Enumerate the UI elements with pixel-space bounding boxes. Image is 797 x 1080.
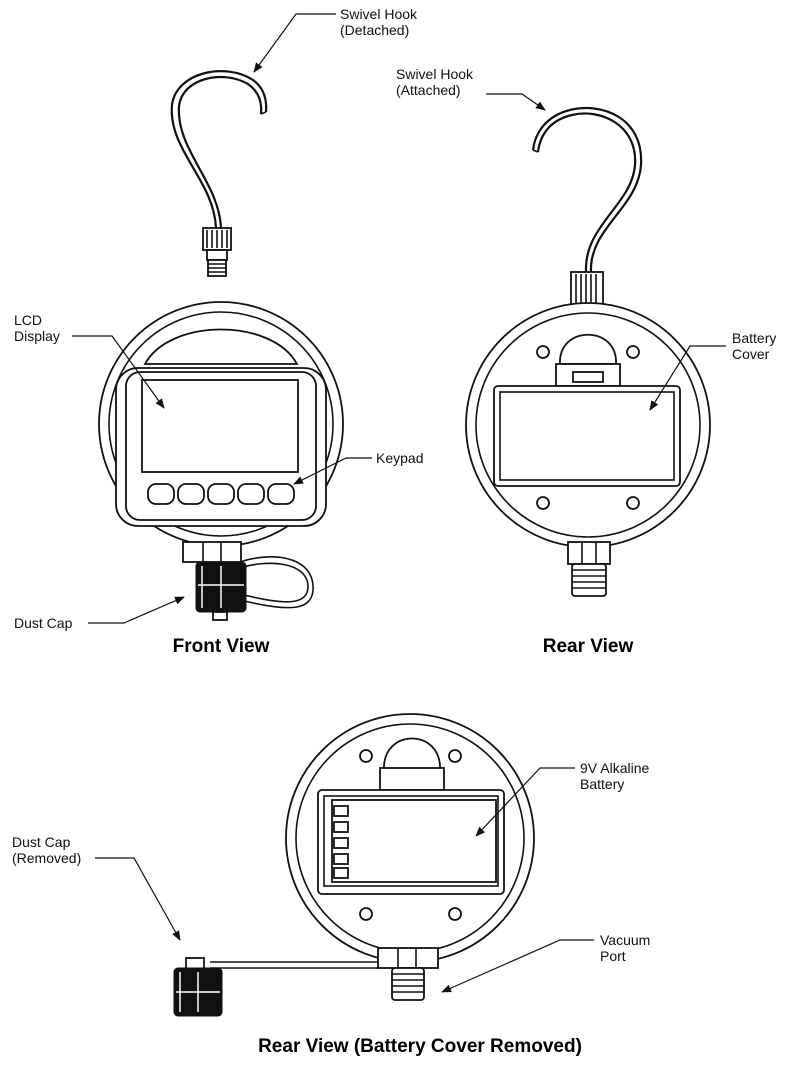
label-dust-cap: Dust Cap bbox=[14, 615, 72, 631]
knurled-nut-icon bbox=[206, 230, 228, 248]
front-view-drawing bbox=[98, 70, 344, 621]
label-swivel-hook-detached: Swivel Hook (Detached) bbox=[340, 6, 417, 38]
label-line: Dust Cap bbox=[14, 615, 73, 631]
leader-lines bbox=[72, 13, 726, 993]
label-keypad: Keypad bbox=[376, 450, 423, 466]
label-9v-battery: 9V Alkaline Battery bbox=[580, 760, 649, 792]
label-dust-cap-removed: Dust Cap (Removed) bbox=[12, 834, 81, 866]
label-line: 9V Alkaline bbox=[580, 760, 650, 776]
title-rear-view-removed: Rear View (Battery Cover Removed) bbox=[258, 1036, 582, 1057]
title-front-view: Front View bbox=[172, 636, 270, 657]
label-line: (Removed) bbox=[12, 850, 82, 866]
label-line: Dust Cap bbox=[12, 834, 71, 850]
label-line: (Attached) bbox=[396, 82, 461, 98]
label-line: Cover bbox=[732, 346, 770, 362]
label-line: Battery bbox=[580, 776, 625, 792]
label-line: Swivel Hook bbox=[340, 6, 418, 22]
label-line: Battery bbox=[732, 330, 777, 346]
rear-view-drawing bbox=[465, 106, 711, 597]
title-rear-view: Rear View bbox=[542, 636, 634, 657]
label-line: Display bbox=[14, 328, 60, 344]
label-line: Swivel Hook bbox=[396, 66, 474, 82]
label-line: Port bbox=[600, 948, 626, 964]
battery-terminals bbox=[333, 805, 349, 879]
label-lcd-display: LCD Display bbox=[14, 312, 60, 344]
label-vacuum-port: Vacuum Port bbox=[600, 932, 650, 964]
label-line: LCD bbox=[14, 312, 43, 328]
label-battery-cover: Battery Cover bbox=[732, 330, 776, 362]
rear-view-removed-drawing bbox=[173, 713, 535, 1017]
label-line: Keypad bbox=[376, 450, 424, 466]
keypad-buttons bbox=[147, 483, 295, 505]
swivel-hook-detached bbox=[170, 70, 268, 277]
label-line: (Detached) bbox=[340, 22, 410, 38]
swivel-hook-attached bbox=[531, 106, 643, 273]
label-line: Vacuum bbox=[600, 932, 651, 948]
label-swivel-hook-attached: Swivel Hook (Attached) bbox=[396, 66, 473, 98]
